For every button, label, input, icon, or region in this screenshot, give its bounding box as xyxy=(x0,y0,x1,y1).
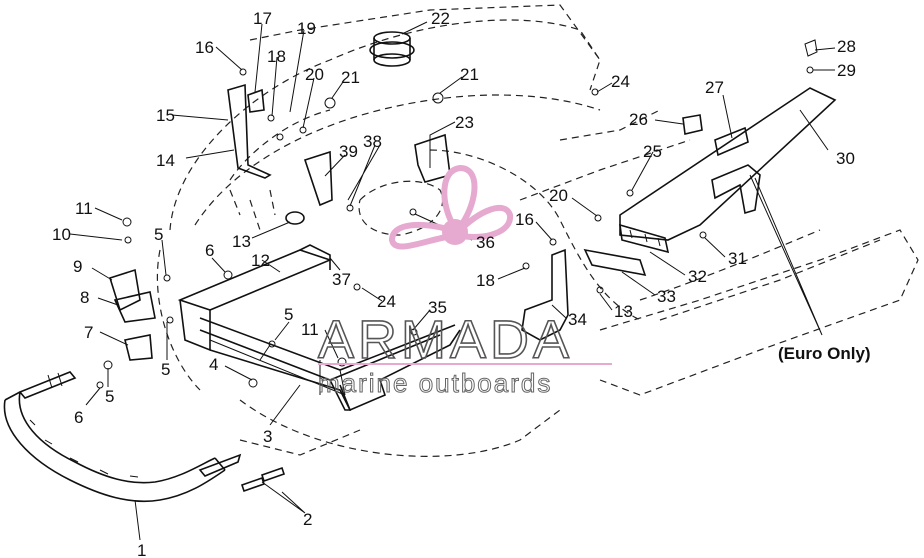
callout-label: 14 xyxy=(156,151,175,170)
callout-label: 33 xyxy=(657,287,676,306)
callout-label: 24 xyxy=(377,292,396,311)
callout-label: 18 xyxy=(476,271,495,290)
callout-label: 17 xyxy=(253,9,272,28)
callout-label: 18 xyxy=(267,47,286,66)
callout-label: 24 xyxy=(611,72,630,91)
callout-label: 12 xyxy=(251,251,270,270)
callout-label: 16 xyxy=(515,210,534,229)
rail-assembly xyxy=(583,39,837,277)
callout-label: 13 xyxy=(232,232,251,251)
watermark-brand: ARMADA xyxy=(318,310,573,370)
callout-label: 4 xyxy=(209,355,218,374)
callout-label: 23 xyxy=(455,113,474,132)
propeller-hub-icon xyxy=(442,219,468,245)
frame-assembly xyxy=(177,244,461,412)
callout-label: 25 xyxy=(643,142,662,161)
callout-label: 19 xyxy=(297,19,316,38)
callout-label: 35 xyxy=(428,298,447,317)
watermark-propeller-icon xyxy=(388,164,513,250)
callout-label: 7 xyxy=(84,323,93,342)
leader-lines xyxy=(69,21,836,541)
callout-label: 30 xyxy=(836,149,855,168)
callout-label: 9 xyxy=(73,257,82,276)
callout-label: 20 xyxy=(305,65,324,84)
callout-label: 34 xyxy=(568,310,587,329)
vertical-brackets xyxy=(227,83,569,341)
callout-label: 22 xyxy=(431,9,450,28)
callout-label: 2 xyxy=(303,510,312,529)
callout-label: 31 xyxy=(728,249,747,268)
euro-only-note: (Euro Only) xyxy=(778,344,871,363)
callout-label: 39 xyxy=(339,142,358,161)
callout-label: 10 xyxy=(52,225,71,244)
callout-label: 36 xyxy=(476,233,495,252)
callout-label: 3 xyxy=(263,427,272,446)
body-outline xyxy=(156,4,919,457)
callout-label: 29 xyxy=(837,61,856,80)
callout-label: 11 xyxy=(301,320,319,339)
bumper-part xyxy=(3,371,242,503)
bolt-pair xyxy=(240,466,286,493)
callout-label: 28 xyxy=(837,37,856,56)
callout-label: 5 xyxy=(284,305,293,324)
callout-label: 5 xyxy=(161,360,170,379)
watermark: ARMADA marine outboards xyxy=(317,309,612,399)
callout-label: 20 xyxy=(549,186,568,205)
callout-label: 8 xyxy=(80,288,89,307)
callout-label: 6 xyxy=(74,408,83,427)
callout-label: 5 xyxy=(154,225,163,244)
left-brackets xyxy=(108,217,156,361)
callout-label: 21 xyxy=(460,65,479,84)
callout-label: 26 xyxy=(629,110,648,129)
propeller-blade-icon xyxy=(441,164,478,230)
callout-label: 5 xyxy=(105,387,114,406)
callout-label: 21 xyxy=(341,68,360,87)
callout-label: 1 xyxy=(137,541,146,558)
callout-label: 6 xyxy=(205,241,214,260)
callout-label: 15 xyxy=(156,106,175,125)
propeller-blade-icon xyxy=(388,221,453,250)
callout-label: 37 xyxy=(332,270,351,289)
propeller-blade-icon xyxy=(455,204,513,240)
callout-label: 27 xyxy=(705,78,724,97)
callout-label: 32 xyxy=(688,267,707,286)
callout-label: 16 xyxy=(195,38,214,57)
fuel-neck xyxy=(285,31,451,225)
callout-label: 38 xyxy=(363,132,382,151)
callout-label: 11 xyxy=(75,199,93,218)
watermark-tagline: marine outboards xyxy=(318,368,552,398)
callout-label: 13 xyxy=(614,302,633,321)
callout-labels: 1 2 3 4 5 5 5 5 6 6 7 8 9 10 11 11 12 13… xyxy=(52,9,856,558)
